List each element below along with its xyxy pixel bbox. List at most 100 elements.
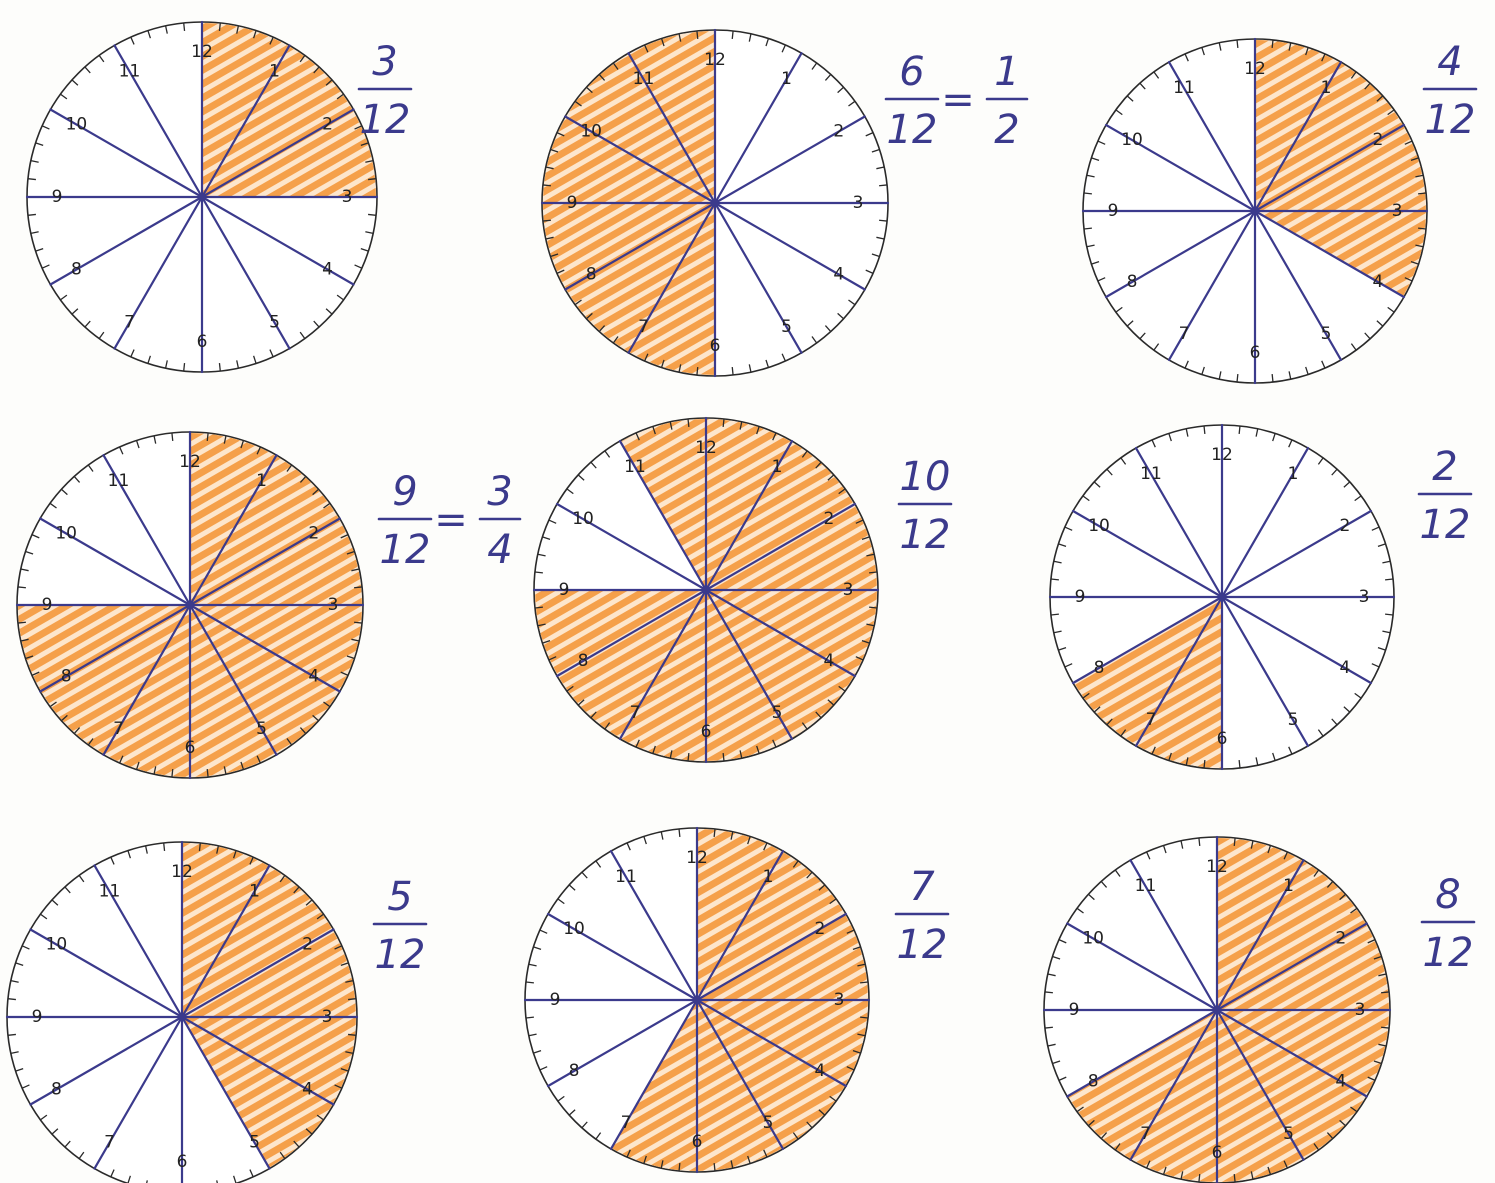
- clock-center: [1218, 593, 1226, 601]
- divider-spoke: [200, 195, 355, 286]
- shaded-sector-8: [41, 605, 191, 754]
- fraction-numerator: 3: [372, 39, 397, 85]
- minute-tick: [198, 842, 201, 851]
- divider-spoke: [29, 1015, 184, 1106]
- minute-tick: [852, 1050, 861, 1054]
- minute-tick: [763, 842, 768, 851]
- minute-tick: [183, 22, 186, 31]
- minute-tick: [687, 753, 690, 762]
- divider-spoke: [1066, 922, 1219, 1012]
- simplified-numerator: 1: [994, 49, 1019, 95]
- minute-tick: [1184, 360, 1189, 369]
- shaded-sector-3: [1255, 125, 1426, 211]
- clock-center: [198, 193, 206, 201]
- hour-number-10: 10: [1121, 130, 1143, 150]
- minute-tick: [1354, 692, 1362, 699]
- minute-tick: [1381, 991, 1390, 994]
- minute-tick: [550, 253, 559, 258]
- hour-number-6: 6: [692, 1132, 703, 1152]
- minute-tick: [1185, 757, 1189, 766]
- minute-tick: [354, 264, 363, 269]
- clock-center: [711, 199, 719, 207]
- hour-number-12: 12: [704, 50, 726, 70]
- minute-tick: [1180, 1171, 1184, 1180]
- minute-tick: [340, 962, 349, 967]
- minute-tick: [1288, 42, 1292, 51]
- hour-number-5: 5: [781, 317, 792, 337]
- minute-tick: [323, 502, 331, 509]
- minute-tick: [772, 432, 777, 441]
- minute-tick: [110, 1169, 115, 1178]
- hour-number-3: 3: [322, 1007, 333, 1027]
- minute-tick: [164, 25, 168, 34]
- minute-tick: [1097, 277, 1106, 282]
- minute-tick: [1331, 468, 1338, 476]
- minute-tick: [1313, 869, 1320, 877]
- hour-number-7: 7: [1179, 324, 1190, 344]
- minute-tick: [312, 488, 319, 496]
- minute-tick: [336, 93, 344, 100]
- minute-tick: [678, 828, 681, 837]
- minute-tick: [365, 231, 374, 235]
- minute-tick: [127, 1175, 132, 1183]
- minute-tick: [78, 1151, 85, 1159]
- divider-spoke: [113, 195, 204, 350]
- shaded-sector-4: [697, 1000, 869, 1086]
- hour-number-3: 3: [342, 187, 353, 207]
- minute-tick: [1236, 374, 1239, 383]
- minute-tick: [781, 44, 786, 53]
- shaded-sector-4: [1217, 1010, 1389, 1096]
- shaded-sector-1: [202, 23, 289, 197]
- hour-number-9: 9: [1075, 587, 1086, 607]
- minute-tick: [110, 856, 115, 865]
- minute-tick: [643, 1155, 647, 1164]
- minute-tick: [27, 213, 36, 216]
- hour-number-8: 8: [1127, 272, 1138, 292]
- divider-spoke: [609, 998, 699, 1151]
- minute-tick: [713, 828, 716, 837]
- minute-tick: [1097, 140, 1106, 145]
- fraction-numerator: 8: [1435, 872, 1460, 918]
- minute-tick: [1058, 939, 1067, 944]
- minute-tick: [765, 359, 770, 368]
- hour-number-12: 12: [695, 438, 717, 458]
- hour-number-2: 2: [322, 115, 333, 135]
- minute-tick: [1185, 428, 1189, 437]
- minute-tick: [1180, 840, 1184, 849]
- minute-tick: [1373, 1060, 1382, 1065]
- divider-spoke: [627, 52, 717, 205]
- divider-spoke: [1215, 922, 1368, 1012]
- minute-tick: [731, 30, 734, 39]
- minute-tick: [1305, 366, 1309, 375]
- hour-number-11: 11: [624, 457, 646, 477]
- minute-tick: [1250, 1171, 1254, 1180]
- minute-tick: [1367, 1076, 1376, 1081]
- minute-tick: [1255, 428, 1259, 437]
- divider-spoke: [564, 201, 717, 291]
- minute-tick: [792, 860, 799, 868]
- divider-spoke: [704, 588, 857, 678]
- minute-tick: [1271, 39, 1274, 48]
- hour-number-8: 8: [51, 1080, 62, 1100]
- minute-tick: [577, 474, 585, 481]
- fraction-denominator: 12: [1423, 930, 1474, 976]
- divider-spoke: [546, 912, 699, 1002]
- minute-tick: [153, 766, 157, 775]
- hour-number-5: 5: [256, 719, 267, 739]
- divider-spoke: [1129, 1008, 1219, 1161]
- minute-tick: [731, 367, 734, 376]
- minute-tick: [127, 850, 132, 859]
- hour-number-10: 10: [572, 509, 594, 529]
- hour-number-8: 8: [1088, 1072, 1099, 1092]
- minute-tick: [316, 1114, 324, 1121]
- shaded-sector-1: [1255, 40, 1341, 211]
- divider-spoke: [1167, 60, 1257, 213]
- minute-tick: [130, 36, 135, 45]
- minute-tick: [827, 474, 835, 481]
- minute-tick: [824, 325, 832, 332]
- minute-tick: [336, 294, 344, 301]
- minute-tick: [1378, 1043, 1387, 1047]
- minute-tick: [1272, 752, 1276, 761]
- divider-spoke: [713, 52, 803, 205]
